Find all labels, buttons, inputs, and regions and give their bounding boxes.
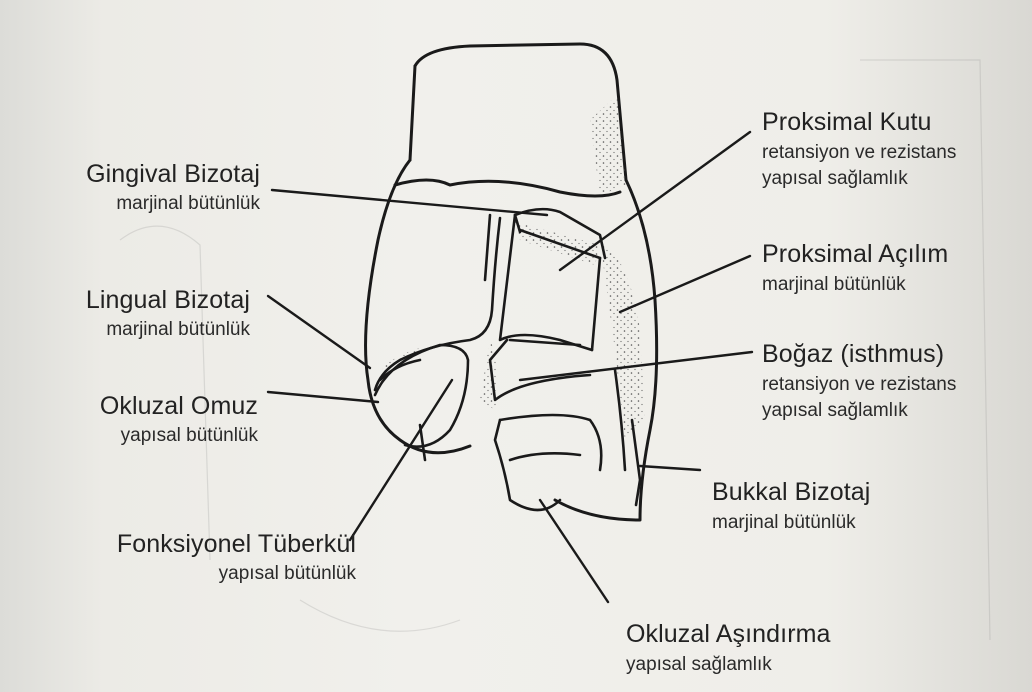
- tooth-shading: [380, 95, 645, 440]
- leader-bukkal-bizotaj: [640, 466, 700, 470]
- label-lingual-bizotaj: Lingual Bizotaj marjinal bütünlük: [86, 288, 250, 339]
- label-subtitle: yapısal bütünlük: [100, 426, 258, 445]
- label-title: Boğaz (isthmus): [762, 342, 956, 367]
- leader-proksimal-acilim: [620, 256, 750, 312]
- label-title: Fonksiyonel Tüberkül: [117, 532, 356, 557]
- label-proksimal-acilim: Proksimal Açılım marjinal bütünlük: [762, 242, 948, 294]
- label-fonksiyonel-tuberkul: Fonksiyonel Tüberkül yapısal bütünlük: [117, 532, 356, 583]
- label-okluzal-asindirma: Okluzal Aşındırma yapısal sağlamlık: [626, 622, 831, 674]
- label-okluzal-omuz: Okluzal Omuz yapısal bütünlük: [100, 394, 258, 445]
- label-title: Okluzal Omuz: [100, 394, 258, 419]
- label-subtitle-2: yapısal sağlamlık: [762, 169, 956, 188]
- label-bogaz: Boğaz (isthmus) retansiyon ve rezistans …: [762, 342, 956, 420]
- leader-fonksiyonel-tuberkul: [350, 380, 452, 540]
- label-proksimal-kutu: Proksimal Kutu retansiyon ve rezistans y…: [762, 110, 956, 188]
- label-title: Okluzal Aşındırma: [626, 622, 831, 647]
- label-subtitle-1: retansiyon ve rezistans: [762, 375, 956, 394]
- label-subtitle: yapısal sağlamlık: [626, 655, 831, 674]
- leader-gingival-bizotaj: [272, 190, 547, 215]
- label-subtitle: marjinal bütünlük: [86, 320, 250, 339]
- label-subtitle: marjinal bütünlük: [86, 194, 260, 213]
- label-title: Lingual Bizotaj: [86, 288, 250, 313]
- leader-proksimal-kutu: [560, 132, 750, 270]
- label-bukkal-bizotaj: Bukkal Bizotaj marjinal bütünlük: [712, 480, 870, 532]
- label-title: Proksimal Kutu: [762, 110, 956, 135]
- label-title: Gingival Bizotaj: [86, 162, 260, 187]
- label-subtitle: marjinal bütünlük: [762, 275, 948, 294]
- label-title: Bukkal Bizotaj: [712, 480, 870, 505]
- preparation-lines: [375, 209, 640, 510]
- label-gingival-bizotaj: Gingival Bizotaj marjinal bütünlük: [86, 162, 260, 213]
- leader-lingual-bizotaj: [268, 296, 370, 368]
- label-subtitle: yapısal bütünlük: [117, 564, 356, 583]
- label-subtitle-1: retansiyon ve rezistans: [762, 143, 956, 162]
- label-subtitle: marjinal bütünlük: [712, 513, 870, 532]
- label-title: Proksimal Açılım: [762, 242, 948, 267]
- label-subtitle-2: yapısal sağlamlık: [762, 401, 956, 420]
- leader-okluzal-omuz: [268, 392, 378, 402]
